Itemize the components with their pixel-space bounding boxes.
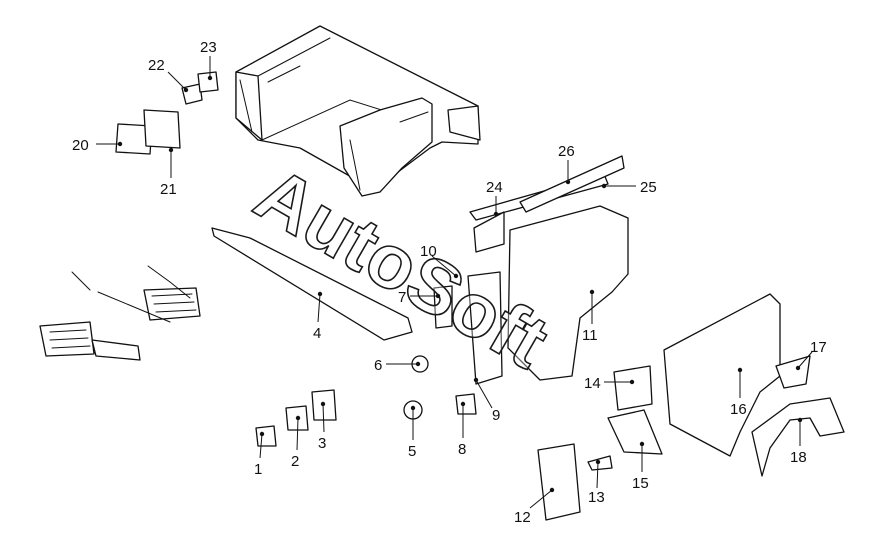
part-1-lamp <box>255 425 277 447</box>
part-4-side-sill <box>211 227 413 341</box>
callout-11: 11 <box>582 327 598 344</box>
part-23-lamp <box>197 71 219 93</box>
part-9-support <box>467 271 503 385</box>
callout-22: 22 <box>148 57 165 74</box>
callout-24: 24 <box>486 179 503 196</box>
part-8-block <box>455 393 477 415</box>
callout-1: 1 <box>254 461 262 478</box>
part-24-bracket <box>473 211 505 253</box>
callout-9: 9 <box>492 407 500 424</box>
part-20-plate <box>115 123 153 155</box>
rear-quarter-assemblies <box>507 205 845 477</box>
part-21-plate <box>143 109 181 149</box>
callout-18: 18 <box>790 449 807 466</box>
callout-10: 10 <box>420 243 437 260</box>
callout-25: 25 <box>640 179 657 196</box>
callout-16: 16 <box>730 401 747 418</box>
callout-labels: 1 2 3 4 5 6 7 8 9 10 11 12 13 14 15 16 1… <box>72 39 827 526</box>
callout-23: 23 <box>200 39 217 56</box>
running-boards <box>39 265 201 361</box>
rear-body-tub <box>235 25 481 197</box>
callout-13: 13 <box>588 489 605 506</box>
callout-7: 7 <box>398 289 406 306</box>
part-26-strip <box>519 155 625 213</box>
callout-14: 14 <box>584 375 601 392</box>
licence-plate-parts <box>115 71 219 155</box>
callout-17: 17 <box>810 339 827 356</box>
callout-8: 8 <box>458 441 466 458</box>
part-15-panel <box>607 409 663 455</box>
callout-20: 20 <box>72 137 89 154</box>
callout-4: 4 <box>313 325 321 342</box>
part-12-mud-flap <box>537 443 581 521</box>
callout-15: 15 <box>632 475 649 492</box>
part-14-panel <box>613 365 653 411</box>
part-13-bracket <box>587 455 613 471</box>
callout-leaders <box>96 56 813 509</box>
callout-21: 21 <box>160 181 177 198</box>
callout-5: 5 <box>408 443 416 460</box>
callout-2: 2 <box>291 453 299 470</box>
callout-12: 12 <box>514 509 531 526</box>
callout-3: 3 <box>318 435 326 452</box>
callout-6: 6 <box>374 357 382 374</box>
callout-26: 26 <box>558 143 575 160</box>
